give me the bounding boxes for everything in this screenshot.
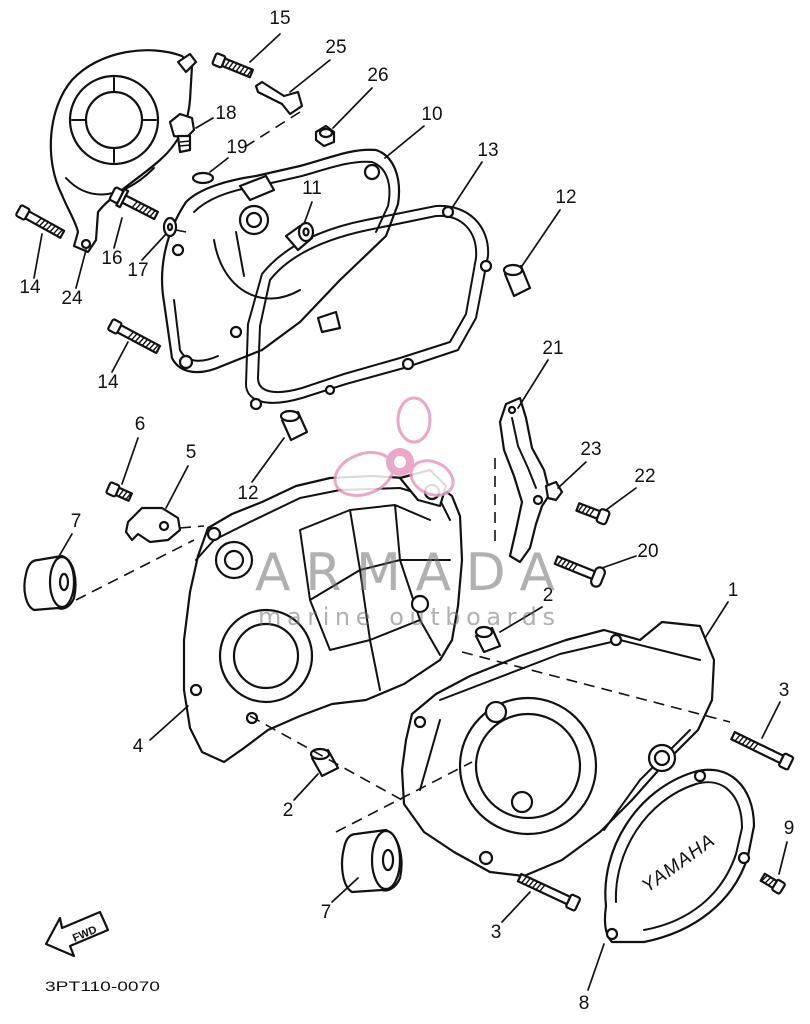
- part-20-bolt: [553, 555, 606, 588]
- callout-20: 20: [637, 541, 658, 562]
- part-26-nut: [314, 124, 336, 148]
- callout-19: 19: [226, 137, 247, 158]
- propeller-logo-icon: [333, 396, 455, 497]
- part-8-cover: YAMAHA: [603, 768, 756, 944]
- callout-2-lower: 2: [283, 800, 294, 821]
- fwd-arrow: FWD: [44, 910, 110, 958]
- callout-23: 23: [580, 439, 601, 460]
- part-11-bushing: [284, 221, 315, 252]
- part-25-bracket: [254, 80, 304, 116]
- part-7-rubber-mount-upper: [23, 554, 77, 612]
- callout-3-lower: 3: [491, 922, 502, 943]
- callout-15: 15: [269, 8, 290, 29]
- callout-12-upper: 12: [555, 187, 576, 208]
- callout-7-lower: 7: [321, 902, 332, 923]
- callout-18: 18: [215, 103, 236, 124]
- part-19-o-ring: [191, 171, 215, 185]
- callout-13: 13: [477, 140, 498, 161]
- arrow-icon: [44, 910, 110, 958]
- callout-17: 17: [127, 260, 148, 281]
- callout-1: 1: [728, 580, 739, 601]
- callout-4: 4: [133, 736, 144, 757]
- callout-2-upper: 2: [543, 585, 554, 606]
- callout-11: 11: [302, 178, 322, 199]
- part-7-rubber-mount-lower: [341, 828, 403, 894]
- callout-22: 22: [634, 466, 655, 487]
- leader-lines: [33, 33, 788, 991]
- part-16-flange-bolt: [108, 186, 160, 221]
- part-6-bolt: [105, 481, 133, 502]
- part-2-dowel-lower: [309, 747, 340, 778]
- diagram-code: 3PT110-0070: [45, 978, 160, 994]
- part-23-clip: [544, 480, 564, 502]
- callout-21: 21: [542, 338, 563, 359]
- part-1-right-crankcase: [400, 620, 716, 878]
- part-3-bolt-lower: [516, 872, 582, 912]
- callout-6: 6: [135, 414, 146, 435]
- part-24-cover-plate: [49, 49, 198, 254]
- part-9-bolt: [759, 872, 786, 895]
- callout-16: 16: [101, 248, 122, 269]
- part-5-bracket: [124, 506, 182, 544]
- part-3-bolt-right: [730, 731, 795, 771]
- alignment-lines: [75, 111, 731, 833]
- callout-3-right: 3: [779, 680, 790, 701]
- part-14-bolt-lower: [107, 318, 162, 355]
- part-22-bolt: [575, 502, 611, 526]
- part-17-washer: [162, 216, 178, 238]
- callout-24: 24: [61, 288, 83, 309]
- callout-26: 26: [367, 65, 388, 86]
- part-12-dowel-lower: [279, 409, 309, 442]
- callout-14-lower: 14: [97, 372, 119, 393]
- part-10-crankcase-cover: [161, 148, 401, 374]
- part-15-bolt: [211, 52, 254, 79]
- callout-25: 25: [325, 37, 346, 58]
- part-12-dowel-upper: [502, 263, 532, 298]
- part-18-fitting: [168, 112, 196, 154]
- callout-10: 10: [421, 104, 442, 125]
- part-21-bracket: [498, 396, 552, 564]
- callout-numbers: 15 25 26 18 10 19 13 11 12 16 17 14 24 1…: [19, 8, 794, 1014]
- part-14-bolt-upper: [15, 204, 66, 239]
- callout-12-lower: 12: [237, 483, 258, 504]
- callout-9: 9: [784, 818, 795, 839]
- callout-8: 8: [579, 993, 590, 1014]
- part-2-dowel-upper: [474, 625, 502, 654]
- callout-5: 5: [186, 442, 197, 463]
- callout-14-upper: 14: [19, 277, 41, 298]
- callout-7-upper: 7: [71, 511, 82, 532]
